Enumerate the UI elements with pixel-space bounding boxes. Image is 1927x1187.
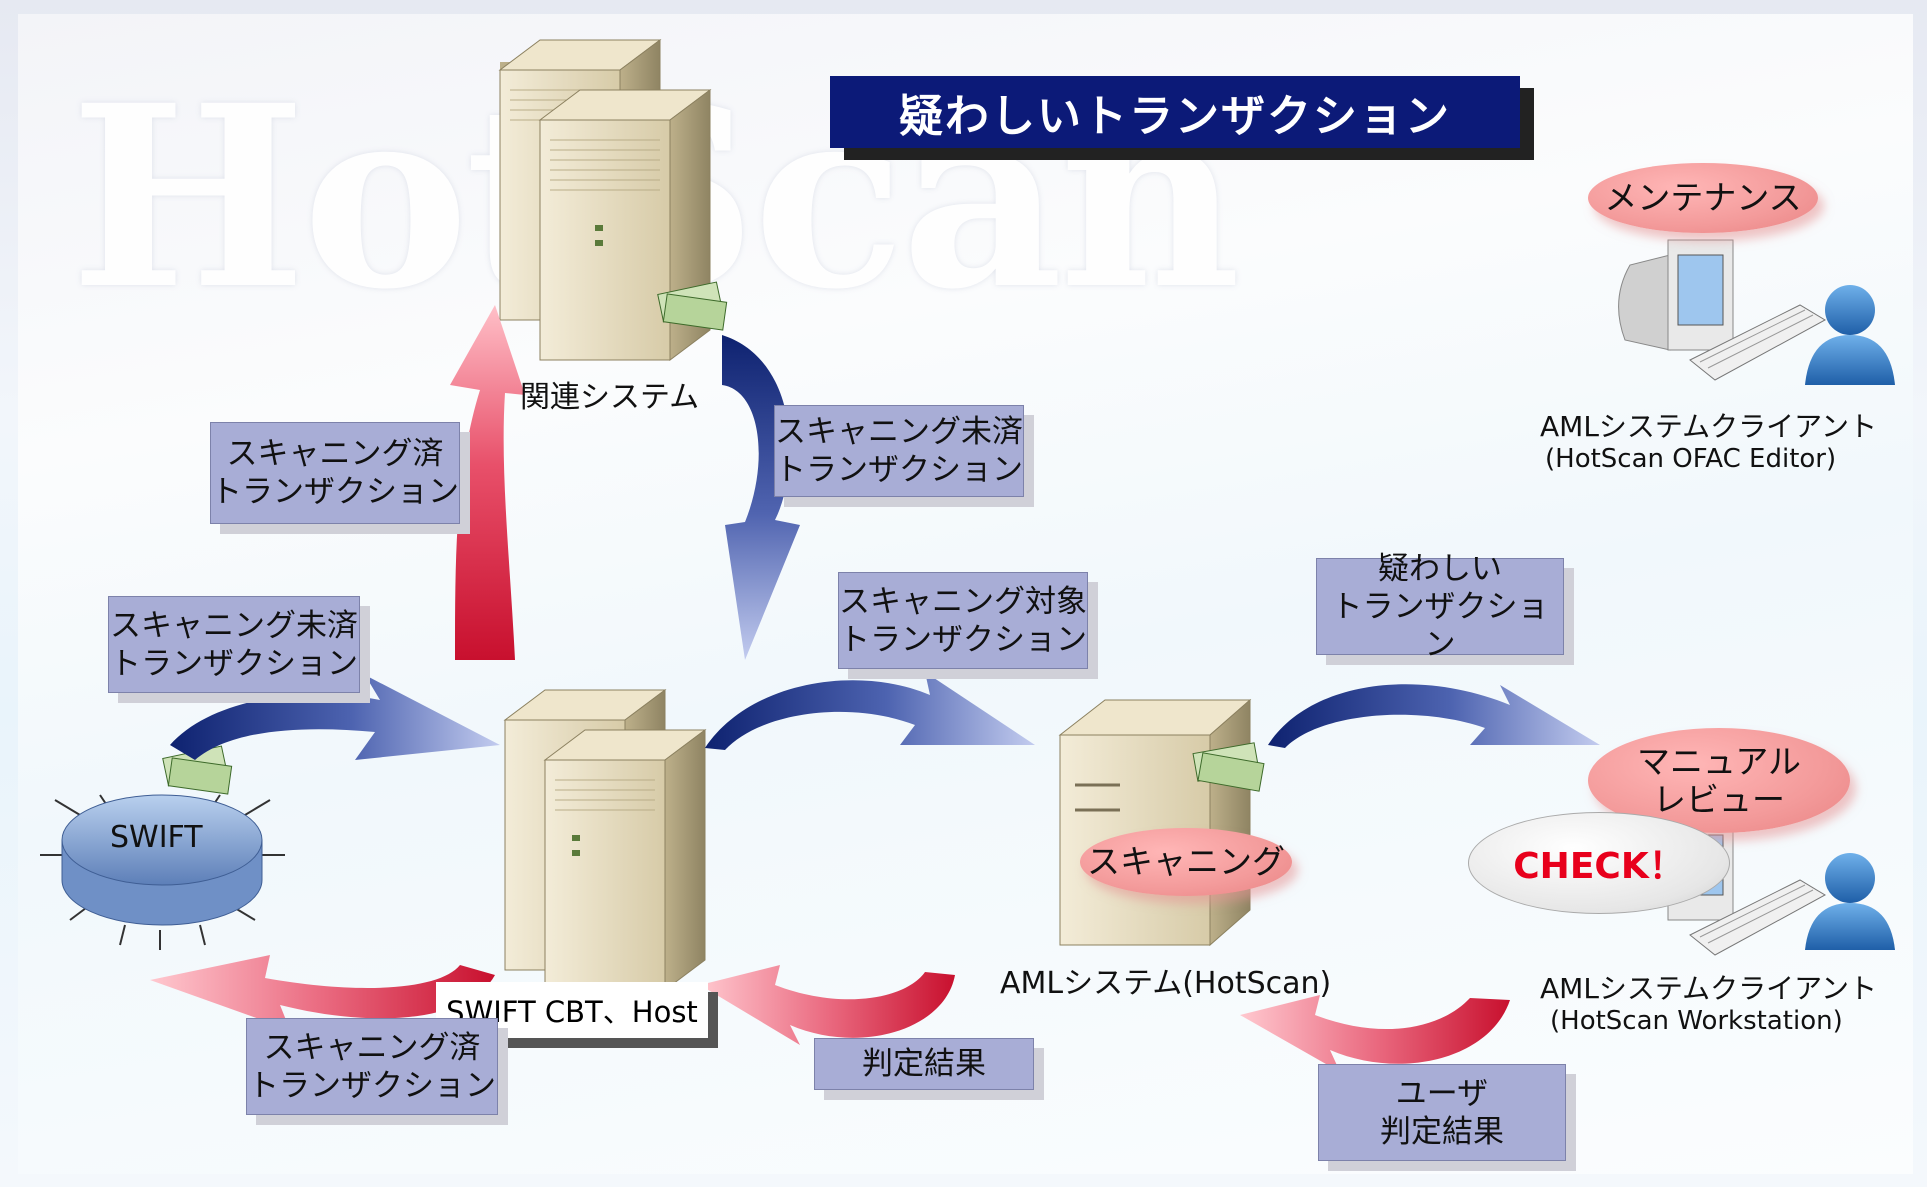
money-icon [657, 281, 728, 331]
label-scanned-top: スキャニング済 トランザクション [210, 422, 460, 524]
arrow-blue-host-to-aml [705, 672, 1035, 750]
label-line: トランザクション [211, 474, 459, 510]
swift-label: SWIFT [110, 820, 203, 855]
label-unscanned-left: スキャニング未済 トランザクション [108, 596, 360, 693]
label-line: 判定結果 [1380, 1113, 1504, 1150]
label-line: 判定結果 [862, 1046, 986, 1082]
maintenance-oval: メンテナンス [1588, 163, 1818, 233]
client-bottom-label-line1: AMLシステムクライアント [1540, 972, 1877, 1005]
computer-icon [1618, 239, 1827, 381]
related-system-label: 関連システム [520, 380, 700, 415]
manual-review-line1: マニュアル [1636, 741, 1801, 781]
label-line: トランザクション [248, 1067, 496, 1104]
diagram-title: 疑わしいトランザクション [830, 76, 1520, 148]
label-line: スキャニング未済 [110, 607, 358, 644]
manual-review-line2: レビュー [1653, 779, 1785, 819]
scanning-text: スキャニング [1087, 842, 1285, 881]
money-icon [162, 745, 233, 795]
label-scanned-bottom: スキャニング済 トランザクション [246, 1018, 498, 1115]
arrow-red-up [450, 305, 525, 660]
arrow-blue-down [722, 335, 800, 660]
arrow-blue-swift-to-host [170, 675, 500, 760]
label-line: ユーザ [1395, 1075, 1489, 1112]
client-bottom-label-line2: (HotScan Workstation) [1550, 1006, 1843, 1036]
client-top-label-line1: AMLシステムクライアント [1540, 410, 1877, 443]
label-scanning-target: スキャニング対象 トランザクション [838, 572, 1088, 669]
label-line: 疑わしい [1378, 550, 1502, 587]
user-icon [1805, 285, 1895, 385]
user-icon [1805, 853, 1895, 950]
manual-review-oval: マニュアル レビュー [1588, 728, 1850, 833]
label-line: トランザクション [775, 452, 1023, 488]
arrow-red-client-to-aml [1240, 995, 1510, 1072]
label-line: スキャニング済 [226, 436, 444, 472]
maintenance-text: メンテナンス [1604, 178, 1802, 217]
scanning-oval: スキャニング [1080, 828, 1292, 896]
label-line: スキャニング未済 [775, 414, 1023, 450]
label-line: スキャニング済 [263, 1029, 481, 1066]
label-unscanned-top: スキャニング未済 トランザクション [774, 405, 1024, 497]
server-icon [503, 689, 707, 991]
label-line: トランザクション [110, 645, 358, 682]
label-line: トランザクション [1331, 588, 1549, 663]
aml-system-label: AMLシステム(HotScan) [1000, 966, 1332, 1001]
database-icon [40, 794, 285, 950]
server-icon [1058, 698, 1252, 947]
check-bubble: CHECK！ [1468, 812, 1730, 914]
arrow-red-aml-to-host [700, 965, 955, 1045]
client-top-label-line2: (HotScan OFAC Editor) [1545, 444, 1837, 474]
money-icon [1192, 742, 1265, 792]
label-line: トランザクション [839, 621, 1087, 658]
label-user-judgement: ユーザ 判定結果 [1318, 1064, 1566, 1161]
arrow-blue-aml-to-client [1268, 684, 1600, 748]
label-line: スキャニング対象 [839, 583, 1087, 620]
arrow-red-host-to-swift [150, 955, 495, 1030]
label-judgement: 判定結果 [814, 1038, 1034, 1090]
label-suspicious: 疑わしい トランザクション [1316, 551, 1564, 663]
check-text: CHECK！ [1513, 846, 1685, 887]
